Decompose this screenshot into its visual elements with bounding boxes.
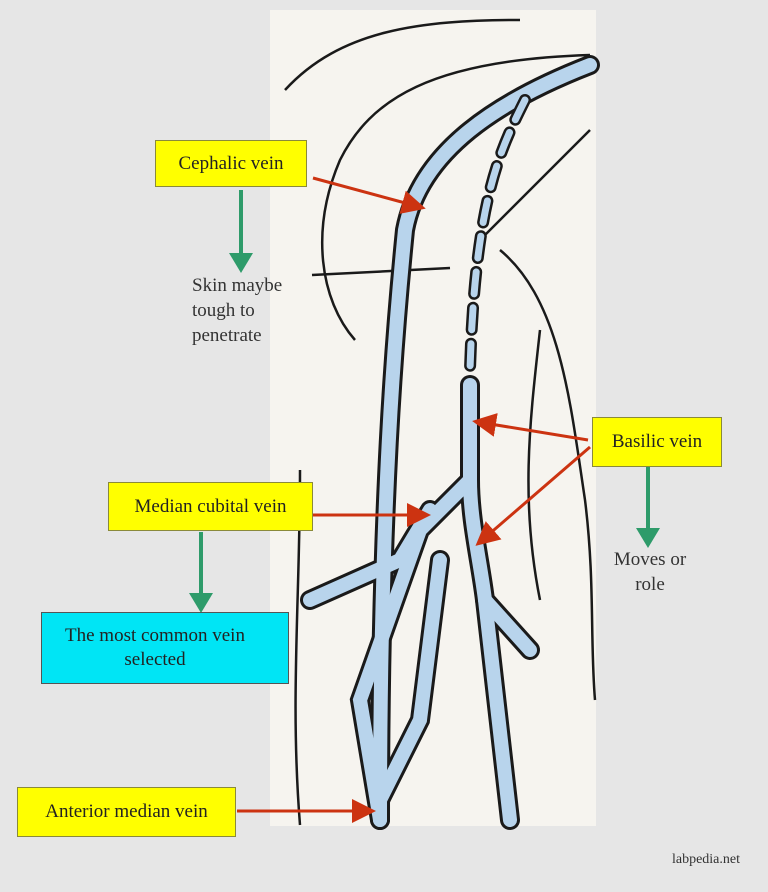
anterior-median-vein-label: Anterior median vein [17,787,236,837]
most-common-vein-label: The most common vein selected [41,612,289,684]
basilic-note: Moves or role [613,549,687,595]
watermark: labpedia.net [671,852,740,867]
basilic-arrow-1 [472,413,589,442]
cephalic-note: Skin maybe tough to penetrate [192,275,283,346]
note-arrows [189,190,660,613]
arm-outline [284,18,597,826]
pointer-arrows [237,176,591,823]
cephalic-vein-label: Cephalic vein [155,140,307,187]
basilic-arrow-2 [475,445,591,546]
veins [300,55,600,830]
median-cubital-vein-label: Median cubital vein [108,482,313,531]
basilic-vein-label: Basilic vein [592,417,722,467]
cephalic-arrow [312,176,426,214]
